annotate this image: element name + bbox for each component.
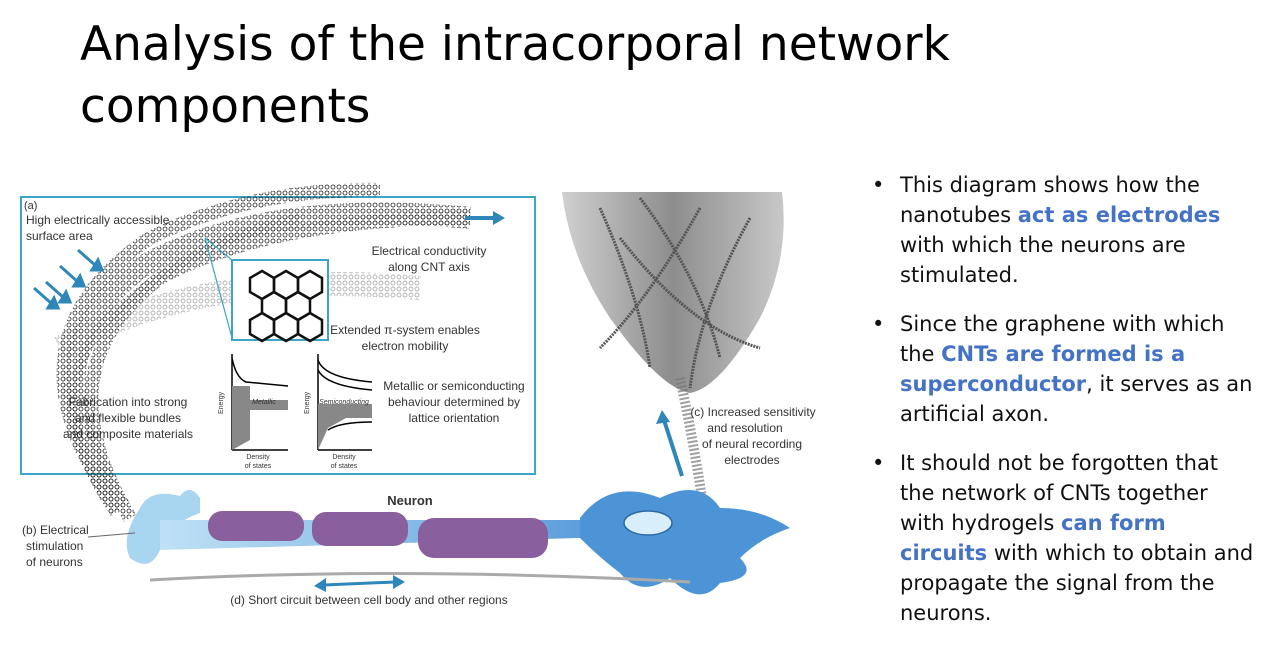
pi-system-label: Extended π-system enables	[330, 323, 480, 337]
pi-system-label: electron mobility	[362, 339, 449, 353]
myelin-segment	[208, 511, 304, 541]
fabrication-label: and composite materials	[63, 427, 193, 441]
graph-semiconducting-label: Semiconducting	[319, 399, 369, 406]
dos-axis-label: of states	[331, 463, 358, 470]
metallic-label: lattice orientation	[409, 411, 500, 425]
dos-axis-label: Density	[246, 454, 270, 461]
surface-area-label: surface area	[26, 229, 93, 243]
bullet-item: It should not be forgotten that the netw…	[872, 448, 1257, 628]
stimulation-label: stimulation	[26, 539, 83, 553]
recording-label: of neural recording	[702, 437, 802, 451]
myelin-segment	[312, 512, 408, 546]
conductivity-arrow-icon	[465, 211, 505, 225]
cnt-neuron-diagram: (a) High electrically accessible surface…	[20, 182, 816, 607]
highlight-text: can form circuits	[900, 511, 1166, 565]
recording-label: and resolution	[707, 421, 782, 435]
bullet-list: This diagram shows how the nanotubes act…	[872, 170, 1257, 647]
graphene-lattice-icon	[204, 237, 329, 343]
graph-metallic-label: Metallic	[252, 399, 276, 406]
recording-label: (c) Increased sensitivity	[690, 405, 815, 419]
short-circuit-label: (d) Short circuit between cell body and …	[230, 593, 507, 607]
metallic-dos-graph	[231, 354, 289, 451]
neuron-label: Neuron	[387, 493, 433, 508]
stimulation-label: (b) Electrical	[22, 523, 89, 537]
myelin-segment	[418, 518, 548, 558]
bullet-item: This diagram shows how the nanotubes act…	[872, 170, 1257, 290]
stimulation-label: of neurons	[26, 555, 83, 569]
energy-axis-label: Energy	[218, 391, 225, 414]
panel-a-letter: (a)	[24, 200, 37, 212]
conductivity-label: along CNT axis	[388, 260, 470, 274]
recording-label: electrodes	[724, 453, 779, 467]
short-circuit-arrow-icon	[314, 575, 405, 592]
fabrication-label: and flexible bundles	[75, 411, 181, 425]
highlight-text: CNTs are formed is a superconductor	[900, 342, 1186, 396]
surface-arrows-icon	[33, 248, 105, 310]
bullet-item: Since the graphene with which the CNTs a…	[872, 309, 1257, 429]
semiconducting-dos-graph	[317, 354, 373, 451]
dos-axis-label: of states	[245, 463, 272, 470]
metallic-label: Metallic or semiconducting	[383, 379, 524, 393]
neuron-icon	[126, 489, 790, 595]
recording-electrode	[562, 192, 784, 519]
conductivity-label: Electrical conductivity	[372, 244, 487, 258]
recording-arrow-icon	[656, 410, 684, 477]
dos-axis-label: Density	[332, 454, 356, 461]
fabrication-label: Fabrication into strong	[69, 395, 188, 409]
energy-axis-label: Energy	[304, 391, 311, 414]
metallic-label: behaviour determined by	[388, 395, 520, 409]
surface-area-label: High electrically accessible	[26, 213, 170, 227]
slide-title: Analysis of the intracorporal network co…	[80, 17, 950, 134]
highlight-text: act as electrodes	[1017, 203, 1221, 227]
cnt-bundle-icon	[56, 182, 472, 522]
